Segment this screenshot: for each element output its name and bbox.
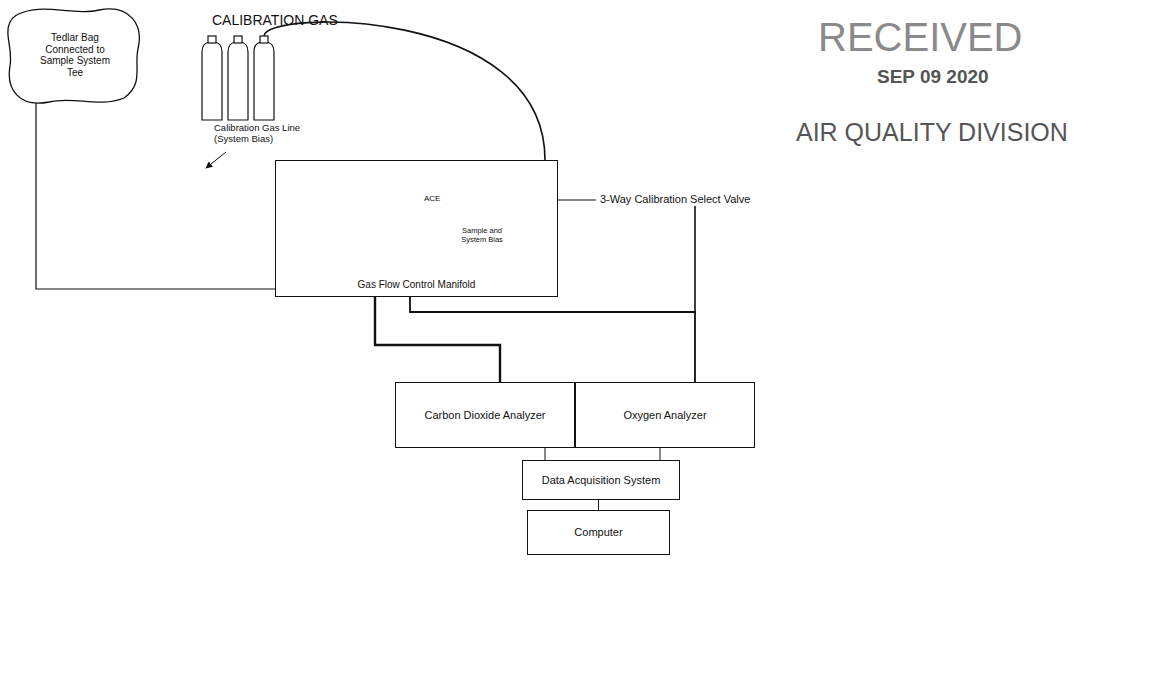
valve-line	[694, 206, 696, 313]
tedlar-bag: Tedlar Bag Connected to Sample System Te…	[4, 4, 146, 106]
manifold-box: Gas Flow Control Manifold	[275, 160, 558, 297]
port-label: ACE	[424, 194, 440, 203]
stamp-text: AIR QUALITY DIVISION	[796, 118, 1068, 147]
connector	[375, 297, 500, 382]
stamp-text: RECEIVED	[818, 14, 1023, 60]
node-text: Tedlar Bag Connected to Sample System Te…	[36, 32, 114, 78]
node-text: Computer	[574, 526, 622, 539]
connector	[410, 297, 695, 382]
callout-label: 3-Way Calibration Select Valve	[600, 193, 750, 206]
process-box: Computer	[527, 510, 670, 555]
gas-supply-line	[264, 22, 545, 160]
node-text: Data Acquisition System	[542, 474, 661, 487]
analyzer-box: Oxygen Analyzer	[575, 382, 755, 448]
node-text: Oxygen Analyzer	[623, 409, 706, 422]
node-text: Gas Flow Control Manifold	[358, 279, 476, 291]
stamp-date: SEP 09 2020	[877, 66, 989, 88]
analyzer-box: Carbon Dioxide Analyzer	[395, 382, 575, 448]
process-box: Data Acquisition System	[522, 460, 680, 500]
gas-cylinders	[202, 36, 274, 120]
section-label: CALIBRATION GAS	[212, 12, 338, 28]
connector	[598, 500, 599, 510]
connector	[545, 448, 546, 460]
port-label: Sample and System Bias	[454, 227, 510, 244]
connector	[660, 448, 661, 460]
node-text: Carbon Dioxide Analyzer	[424, 409, 545, 422]
leader-arrow	[206, 152, 226, 168]
line-label: Calibration Gas Line (System Bias)	[214, 123, 306, 145]
